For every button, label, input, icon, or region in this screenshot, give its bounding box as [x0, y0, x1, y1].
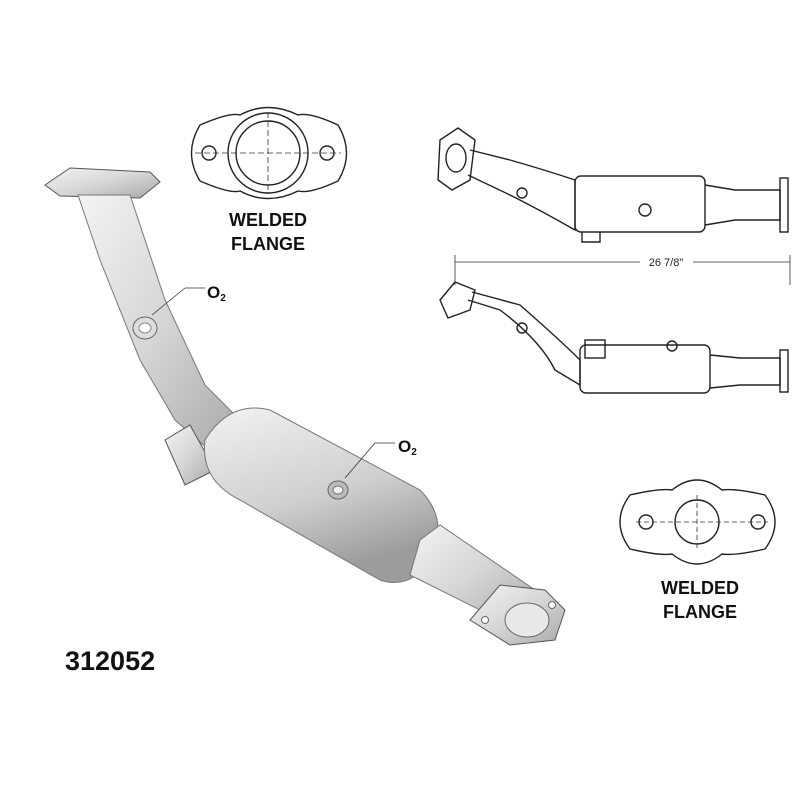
mount-bracket: [584, 339, 606, 359]
inlet-flange: [44, 167, 161, 199]
converter-body: [203, 407, 439, 583]
o2-bung-upper-bore: [138, 322, 152, 334]
outlet-flange: [779, 349, 789, 393]
outlet-flange: [779, 177, 789, 233]
length-dimension: 26 7/8": [454, 255, 791, 285]
o2-label-lower: O2: [398, 437, 417, 458]
inlet-pipe: [77, 194, 241, 456]
converter-3d-view: O2 O2: [44, 167, 566, 646]
o2-label-lower-sub: 2: [411, 447, 417, 458]
top-flange-label-line1: WELDED: [229, 210, 307, 230]
top-flange-drawing: WELDED FLANGE: [190, 106, 348, 254]
converter-body: [574, 175, 706, 233]
outlet-pipe: [709, 354, 781, 389]
o2-leader-lower: [344, 442, 376, 479]
flange-outline: [190, 106, 348, 200]
converter-body: [579, 344, 711, 394]
o2-label-lower-o: O: [398, 437, 411, 456]
side-view-top: [437, 127, 789, 243]
outlet-opening: [504, 602, 550, 638]
bottom-flange-label-line1: WELDED: [661, 578, 739, 598]
inlet-opening: [445, 143, 467, 173]
outlet-flange-bolt-hole: [481, 616, 489, 624]
o2-label-upper: O2: [207, 283, 226, 304]
side-view-bottom: [439, 281, 789, 394]
o2-bung: [516, 187, 528, 199]
mount-bracket: [581, 232, 601, 243]
o2-bung: [638, 203, 652, 217]
top-flange-label-line2: FLANGE: [231, 234, 305, 254]
flange-outline: [619, 479, 776, 565]
inlet-flange: [439, 281, 476, 319]
o2-bung-lower-bore: [332, 485, 344, 495]
o2-leader-upper: [151, 287, 186, 316]
part-number: 312052: [65, 646, 155, 676]
outlet-flange-bolt-hole: [548, 601, 556, 609]
bottom-flange-label-line2: FLANGE: [663, 602, 737, 622]
o2-bung: [666, 340, 678, 352]
inlet-pipe: [467, 291, 581, 387]
bottom-flange-drawing: WELDED FLANGE: [619, 479, 776, 622]
dimension-text: 26 7/8": [649, 257, 684, 269]
outlet-pipe: [704, 184, 781, 226]
o2-label-upper-o: O: [207, 283, 220, 302]
inlet-flange: [437, 127, 476, 191]
o2-bung: [516, 322, 528, 334]
o2-label-upper-sub: 2: [220, 293, 226, 304]
inlet-pipe: [467, 149, 576, 232]
